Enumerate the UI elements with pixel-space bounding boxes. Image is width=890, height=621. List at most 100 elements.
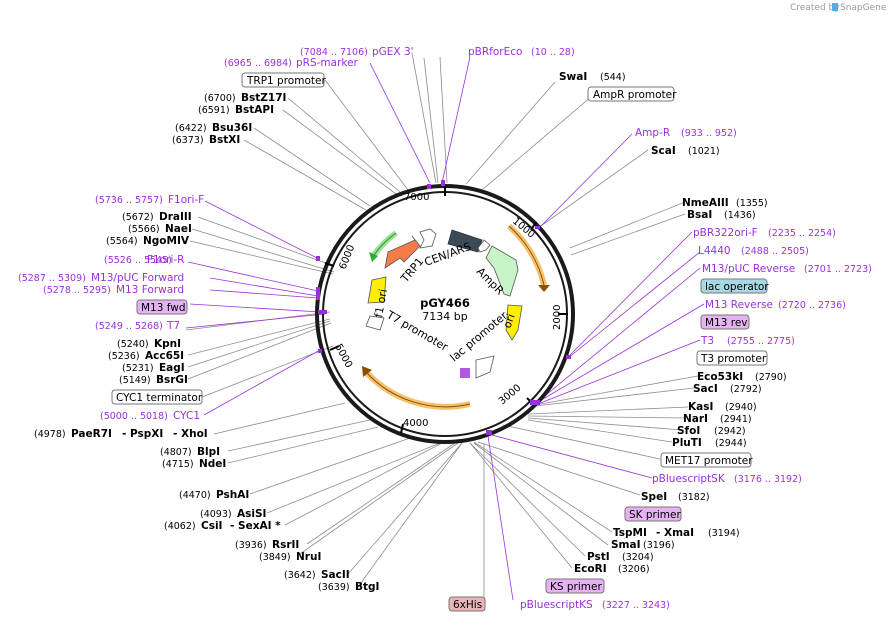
ks-primer-label: KS primer	[550, 581, 602, 593]
draiii-pos: (5672)	[122, 212, 154, 223]
orange-arrow-bottom-line	[365, 371, 471, 408]
f1-ori-feature	[367, 276, 387, 304]
t7-range: (5249 .. 5268)	[95, 321, 163, 332]
pluti-label: PluTI	[672, 437, 702, 449]
t3-range: (2755 .. 2775)	[727, 336, 795, 347]
mcs-feature	[460, 368, 470, 378]
kasi-pos: (2940)	[725, 402, 757, 413]
sixhis-label: 6xHis	[453, 599, 482, 611]
swai-pos: (544)	[600, 72, 626, 83]
nrui-pos: (3849)	[259, 552, 291, 563]
pshai-pos: (4470)	[179, 490, 211, 501]
saci-label: SacI	[693, 383, 718, 395]
ecori-pos: (3206)	[618, 564, 650, 575]
ndei-pos: (4715)	[162, 459, 194, 470]
btgi-pos: (3639)	[318, 582, 350, 593]
l4440-label: L4440	[698, 245, 731, 257]
sk-primer-box	[624, 506, 682, 522]
pbr322orif-range: (2235 .. 2254)	[768, 228, 836, 239]
prsmarker-range: (6965 .. 6984)	[224, 58, 292, 69]
nrui-label: NruI	[296, 551, 321, 563]
bstapi-label: BstAPI	[235, 104, 274, 116]
leader-lines	[185, 52, 699, 598]
naei-label: NaeI	[165, 223, 192, 235]
csi-pos: (4062)	[164, 521, 196, 532]
m13forward-range: (5278 .. 5295)	[43, 285, 111, 296]
tick-4000: 4000	[403, 418, 428, 429]
ampr-promoter-feature	[477, 239, 491, 253]
pbr322orif-label: pBR322ori-F	[693, 227, 758, 239]
cyc1-range: (5000 .. 5018)	[100, 411, 168, 422]
m13forward-label: M13 Forward	[116, 284, 184, 296]
tick-6000: 6000	[338, 243, 358, 271]
psti-pos: (3204)	[622, 552, 654, 563]
scai-pos: (1021)	[688, 146, 720, 157]
tspmi-label: TspMI	[613, 527, 647, 539]
lac-promoter-feature	[475, 355, 495, 379]
bstz17i-pos: (6700)	[204, 93, 236, 104]
m13fwd-box	[136, 299, 188, 315]
bsai-pos: (1436)	[724, 210, 756, 221]
ndei-label: NdeI	[199, 458, 226, 470]
bstz17i-label: BstZ17I	[241, 92, 286, 104]
lac-operator-label: lac operator	[705, 281, 769, 293]
f1orir-label: F1ori-R	[147, 254, 184, 266]
m13rev-box	[700, 314, 750, 330]
trp1-promoter-label: TRP1 promoter	[246, 75, 326, 87]
ecori-label: EcoRI	[574, 563, 607, 575]
tspmi-pos: (3194)	[708, 528, 740, 539]
nmeaiii-label: NmeAIII	[682, 197, 729, 209]
sexai-label: - SexAI *	[230, 520, 281, 532]
ks-primer-box	[545, 578, 605, 594]
ori-label: ori	[501, 312, 518, 330]
pgex3-range: (7084 .. 7106)	[300, 47, 368, 58]
xhoi-label: - XhoI	[173, 428, 208, 440]
f1orir-range: (5526 .. 5545)	[104, 255, 172, 266]
bsu36i-pos: (6422)	[175, 123, 207, 134]
trp1-feature	[384, 235, 421, 269]
pbrforeco-range: (10 .. 28)	[531, 47, 575, 58]
bsrgi-label: BsrGI	[156, 374, 188, 386]
m13reverse-label: M13 Reverse	[705, 299, 773, 311]
t7-promoter-feature	[365, 315, 385, 331]
trp1-promoter-box	[241, 72, 325, 88]
bstxi-pos: (6373)	[172, 135, 204, 146]
eagi-pos: (5231)	[122, 363, 154, 374]
bsu36i-label: Bsu36I	[212, 122, 252, 134]
xmai-label: - XmaI	[656, 527, 694, 539]
t7-label: T7	[166, 320, 180, 332]
ampr-primer-label: Amp-R	[635, 127, 670, 139]
m13pucrev-label: M13/pUC Reverse	[702, 263, 795, 275]
ampr-outer-arrow-line	[508, 225, 545, 286]
naei-pos: (5566)	[128, 224, 160, 235]
scai-label: ScaI	[651, 145, 676, 157]
orange-arrow-bottom-head	[362, 366, 372, 377]
swai-label: SwaI	[559, 71, 587, 83]
psti-label: PstI	[587, 551, 610, 563]
sacii-pos: (3642)	[284, 570, 316, 581]
orange-arrow-bottom	[363, 369, 471, 410]
m13rev-label: M13 rev	[705, 317, 748, 329]
ngomiv-pos: (5564)	[106, 236, 138, 247]
bsai-label: BsaI	[687, 209, 712, 221]
m13pucfwd-range: (5287 .. 5309)	[18, 273, 86, 284]
m13reverse-range: (2720 .. 2736)	[778, 300, 846, 311]
sk-primer-label: SK primer	[629, 509, 681, 521]
green-arrowhead	[369, 252, 378, 262]
met17-promoter-box	[660, 452, 752, 468]
pbluescriptsk-label: pBluescriptSK	[652, 473, 726, 485]
f1orif-range: (5736 .. 5757)	[95, 195, 163, 206]
primer-leader-lines	[185, 56, 705, 601]
cyc1-label: CYC1	[173, 410, 200, 422]
sixhis-box	[448, 596, 486, 612]
ampr-promoter-label: AmpR promoter	[593, 89, 677, 101]
kpni-label: KpnI	[154, 338, 181, 350]
pgex3-label: pGEX 3'	[372, 46, 414, 58]
csii-label: CsiI	[201, 520, 222, 532]
l4440-range: (2488 .. 2505)	[741, 246, 809, 257]
smai-pos: (3196)	[643, 540, 675, 551]
met17-promoter-label: MET17 promoter	[665, 455, 753, 467]
trp1-promoter-feature	[419, 228, 437, 249]
t3-promoter-box	[696, 350, 768, 366]
pshai-label: PshAI	[216, 489, 249, 501]
